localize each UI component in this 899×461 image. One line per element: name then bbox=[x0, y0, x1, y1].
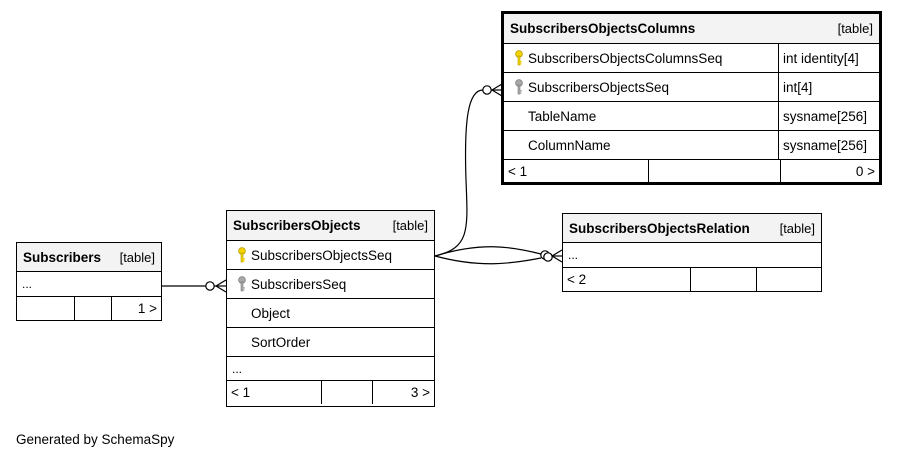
table-header: SubscribersObjectsRelation [table] bbox=[563, 214, 821, 243]
column-row[interactable]: SubscribersObjectsColumnsSeq int identit… bbox=[504, 44, 879, 73]
table-footer: < 1 0 > bbox=[504, 160, 879, 182]
more-columns: ... bbox=[563, 243, 821, 268]
table-kind: [table] bbox=[392, 218, 428, 233]
table-name: SubscribersObjects bbox=[233, 218, 361, 233]
column-name: Object bbox=[251, 305, 291, 321]
parents-count[interactable]: < 2 bbox=[567, 272, 587, 287]
column-cell: ColumnName bbox=[504, 131, 778, 159]
table-header: SubscribersObjectsColumns [table] bbox=[504, 14, 879, 44]
column-row[interactable]: SubscribersSeq bbox=[227, 270, 434, 299]
column-row[interactable]: SortOrder bbox=[227, 328, 434, 357]
edge-subscribersobjects-to-columns bbox=[434, 83, 503, 257]
column-cell: TableName bbox=[504, 102, 778, 130]
parents-count[interactable] bbox=[17, 297, 74, 320]
column-name: SubscribersSeq bbox=[251, 276, 347, 292]
column-name: SubscribersObjectsSeq bbox=[528, 79, 670, 95]
table-name: SubscribersObjectsColumns bbox=[510, 21, 696, 36]
column-cell: SubscribersObjectsSeq bbox=[504, 73, 778, 101]
children-count[interactable]: 0 > bbox=[780, 160, 879, 182]
table-footer: 1 > bbox=[17, 297, 161, 320]
table-subscribersobjects[interactable]: SubscribersObjects [table] SubscribersOb… bbox=[226, 210, 435, 407]
table-subscribersobjectsrelation[interactable]: SubscribersObjectsRelation [table] ... <… bbox=[562, 213, 822, 292]
generated-by-label: Generated by SchemaSpy bbox=[16, 432, 175, 447]
column-row[interactable]: ColumnName sysname[256] bbox=[504, 131, 879, 160]
primary-key-icon bbox=[510, 50, 528, 66]
column-cell: Object bbox=[227, 299, 434, 327]
column-cell: SubscribersSeq bbox=[227, 270, 434, 298]
column-row[interactable]: SubscribersObjectsSeq bbox=[227, 241, 434, 270]
column-name: SubscribersObjectsColumnsSeq bbox=[528, 50, 723, 66]
more-columns: ... bbox=[17, 272, 161, 297]
edge-subscribersobjects-to-relation bbox=[434, 246, 563, 265]
column-name: TableName bbox=[528, 108, 597, 124]
parents-count[interactable]: < 1 bbox=[508, 163, 528, 179]
table-kind: [table] bbox=[779, 220, 815, 236]
column-type: int[4] bbox=[778, 73, 879, 101]
children-count[interactable] bbox=[756, 268, 821, 291]
table-footer: < 2 bbox=[563, 268, 821, 291]
table-header: SubscribersObjects [table] bbox=[227, 211, 434, 241]
column-row[interactable]: TableName sysname[256] bbox=[504, 102, 879, 131]
table-subscribers[interactable]: Subscribers [table] ... 1 > bbox=[16, 242, 162, 321]
column-type: int identity[4] bbox=[778, 44, 879, 72]
primary-key-icon bbox=[233, 247, 251, 263]
foreign-key-icon bbox=[510, 79, 528, 95]
parents-count[interactable]: < 1 bbox=[231, 385, 251, 400]
children-count[interactable]: 3 > bbox=[372, 381, 434, 404]
edge-subscribers-to-subscribersobjects bbox=[162, 279, 227, 293]
column-type: sysname[256] bbox=[778, 131, 879, 159]
column-type: sysname[256] bbox=[778, 102, 879, 130]
table-kind: [table] bbox=[837, 21, 873, 36]
table-name: Subscribers bbox=[23, 249, 102, 265]
table-kind: [table] bbox=[119, 249, 155, 265]
more-columns: ... bbox=[227, 357, 434, 381]
column-name: SubscribersObjectsSeq bbox=[251, 247, 393, 263]
foreign-key-icon bbox=[233, 276, 251, 292]
table-footer: < 1 3 > bbox=[227, 381, 434, 404]
table-header: Subscribers [table] bbox=[17, 243, 161, 272]
column-cell: SubscribersObjectsColumnsSeq bbox=[504, 44, 778, 72]
column-name: SortOrder bbox=[251, 334, 311, 350]
table-name: SubscribersObjectsRelation bbox=[569, 220, 750, 236]
column-name: ColumnName bbox=[528, 137, 611, 153]
column-cell: SortOrder bbox=[227, 328, 434, 356]
column-row[interactable]: SubscribersObjectsSeq int[4] bbox=[504, 73, 879, 102]
column-row[interactable]: Object bbox=[227, 299, 434, 328]
column-cell: SubscribersObjectsSeq bbox=[227, 241, 434, 269]
table-subscribersobjectscolumns[interactable]: SubscribersObjectsColumns [table] Subscr… bbox=[501, 11, 882, 185]
children-count[interactable]: 1 > bbox=[111, 297, 161, 320]
